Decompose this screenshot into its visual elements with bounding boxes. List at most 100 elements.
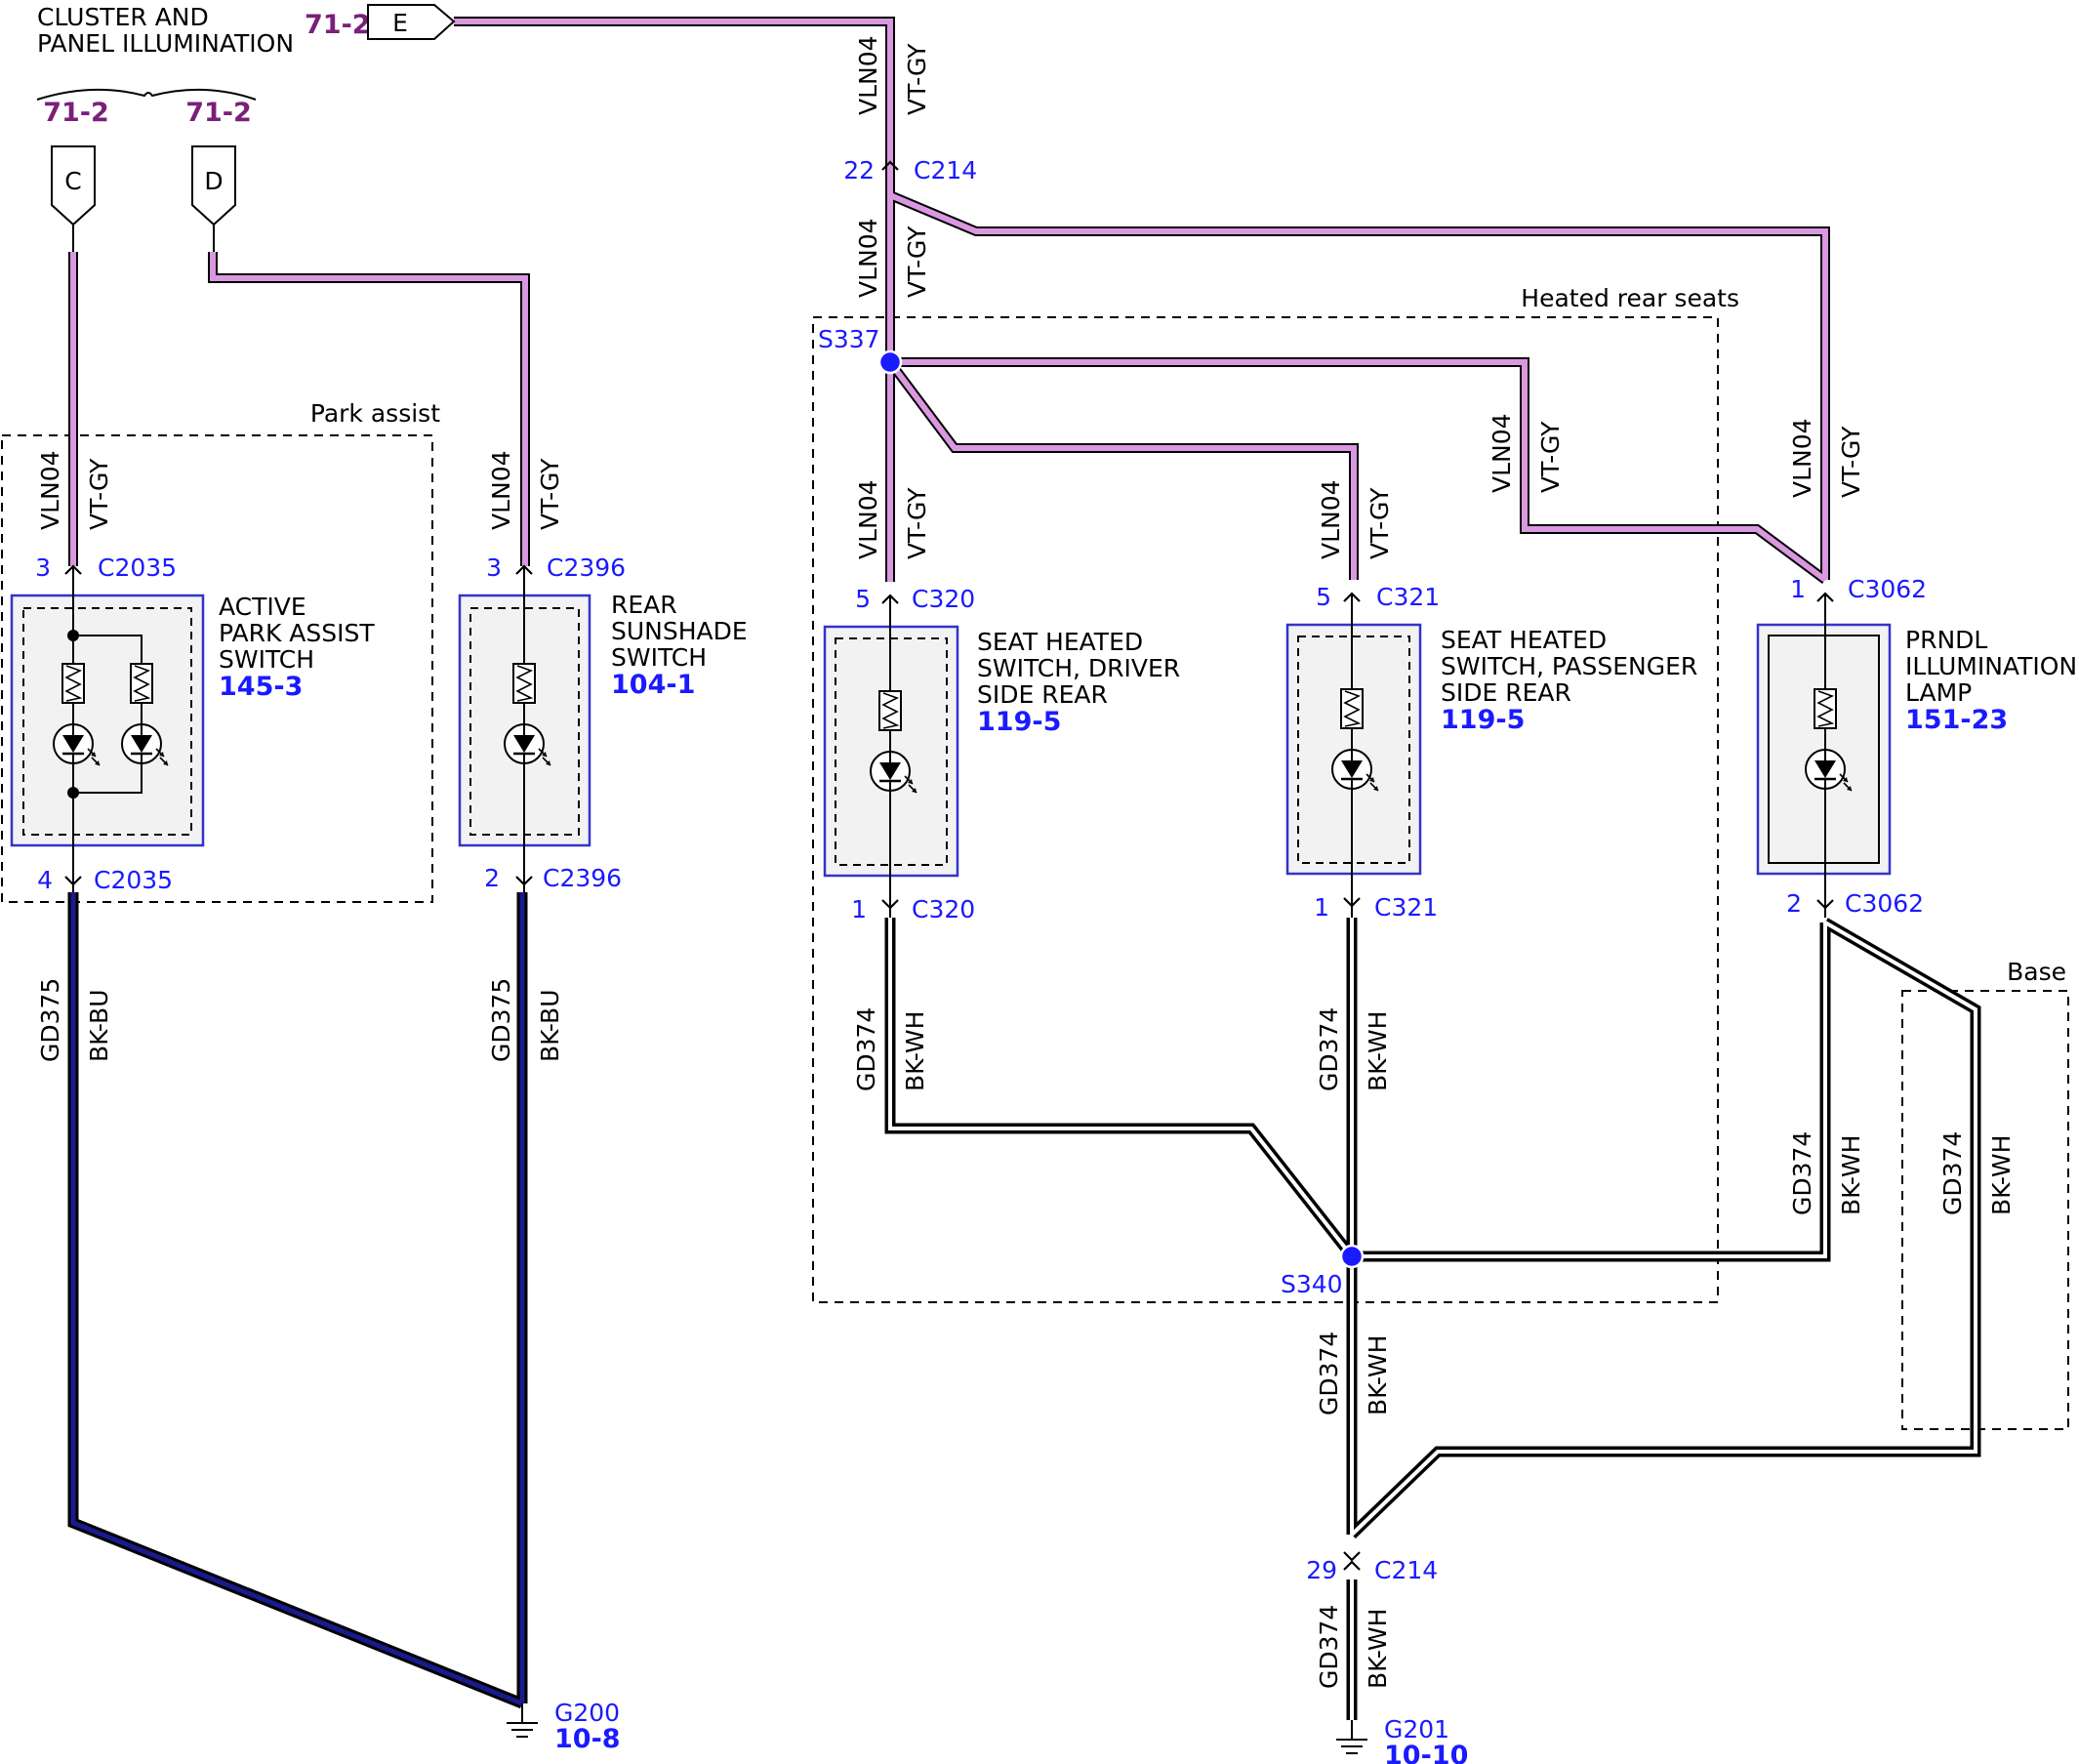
ground-g201-ref[interactable]: 10-10 — [1384, 1741, 1468, 1764]
sunshade-name-2: SUNSHADE — [611, 617, 748, 645]
group-label-base: Base — [2007, 958, 2066, 986]
c214-top-label[interactable]: C214 — [914, 156, 977, 185]
wire-c2035-to-g200-core — [70, 892, 523, 1706]
wire-label-bk-wh: BK-WH — [901, 1011, 929, 1091]
wire-label-bk-bu: BK-BU — [536, 990, 564, 1063]
c321-out-pin: 1 — [1314, 893, 1329, 922]
wire-c320-to-s340 — [884, 918, 1357, 1260]
c320-in-label[interactable]: C320 — [912, 585, 975, 613]
prndl-name-2: ILLUMINATION — [1905, 652, 2077, 680]
seat-heated-switch-driver[interactable] — [823, 595, 959, 918]
group-box-heated-rear-seats — [812, 316, 1719, 1303]
connector-c-flag — [51, 145, 96, 226]
pin-d-label: D — [204, 167, 223, 195]
wire-c214-to-c3062-core — [888, 192, 1828, 580]
wire-label-gd374: GD374 — [1315, 1605, 1343, 1689]
wire-label-gd374: GD374 — [1938, 1131, 1967, 1215]
park-assist-ref[interactable]: 145-3 — [219, 672, 303, 702]
wire-label-vt-gy: VT-GY — [903, 43, 931, 115]
wire-e-to-c214-core — [454, 19, 893, 168]
wire-s337-to-c3062-core — [890, 359, 1827, 583]
c214-bottom-label[interactable]: C214 — [1374, 1556, 1438, 1584]
ground-g200-label: G200 — [554, 1699, 620, 1727]
seat-passenger-ref[interactable]: 119-5 — [1441, 705, 1525, 735]
sunshade-ref[interactable]: 104-1 — [611, 670, 695, 700]
bk-wh-wires — [884, 918, 1981, 1720]
connector-e-flag — [367, 4, 456, 40]
group-box-base — [1901, 990, 2069, 1430]
c321-in-label[interactable]: C321 — [1376, 583, 1440, 611]
splice-s340 — [1339, 1244, 1365, 1269]
wire-label-gd374: GD374 — [1315, 1007, 1343, 1091]
group-label-heated-rear-seats: Heated rear seats — [1521, 284, 1739, 312]
wire-label-gd374: GD374 — [1315, 1332, 1343, 1415]
c320-in-pin: 5 — [855, 585, 871, 613]
wire-label-bk-wh: BK-WH — [1364, 1609, 1392, 1689]
wire-label-gd375: GD375 — [487, 978, 515, 1062]
wire-label-vln04: VLN04 — [1788, 418, 1816, 498]
splice-s340-label: S340 — [1281, 1270, 1343, 1298]
prndl-illumination-lamp[interactable] — [1756, 594, 1892, 918]
ground-g201-symbol — [1336, 1720, 1367, 1754]
c3062-in-pin: 1 — [1790, 575, 1806, 603]
wire-d-to-c2396-core — [210, 252, 528, 566]
wire-label-vln04: VLN04 — [854, 35, 882, 115]
wire-label-vt-gy: VT-GY — [85, 458, 113, 530]
c2035-in-pin: 3 — [35, 554, 51, 582]
wire-label-vt-gy: VT-GY — [1837, 426, 1865, 498]
c2035-out-label[interactable]: C2035 — [94, 866, 173, 894]
active-park-assist-switch[interactable] — [10, 566, 205, 892]
wire-label-bk-bu: BK-BU — [85, 990, 113, 1063]
wire-label-bk-wh: BK-WH — [1837, 1135, 1865, 1215]
c2035-out-pin: 4 — [37, 866, 53, 894]
c2396-in-label[interactable]: C2396 — [547, 554, 626, 582]
wire-s337-to-c321 — [886, 359, 1359, 580]
wire-label-vln04: VLN04 — [36, 450, 64, 530]
wire-label-vt-gy: VT-GY — [903, 487, 931, 559]
wire-labels: VLN04 VT-GY VLN04 VT-GY VLN04 VT-GY VLN0… — [36, 35, 2016, 1689]
c2396-out-label[interactable]: C2396 — [543, 864, 622, 892]
bk-bu-wires — [67, 892, 528, 1709]
vt-gy-wires — [68, 17, 1830, 585]
prndl-ref[interactable]: 151-23 — [1905, 705, 2008, 735]
wire-s340-to-c3062 — [1352, 923, 1831, 1262]
sunshade-name-3: SWITCH — [611, 643, 707, 672]
seat-heated-switch-passenger[interactable] — [1285, 594, 1422, 918]
ref-c[interactable]: 71-2 — [43, 98, 109, 128]
c214-bottom-pin: 29 — [1306, 1556, 1337, 1584]
seat-driver-ref[interactable]: 119-5 — [977, 707, 1061, 737]
wire-label-vt-gy: VT-GY — [1536, 421, 1565, 493]
c2396-out-pin: 2 — [484, 864, 500, 892]
c320-out-label[interactable]: C320 — [912, 895, 975, 923]
c3062-in-label[interactable]: C3062 — [1848, 575, 1927, 603]
c321-out-label[interactable]: C321 — [1374, 893, 1438, 922]
ref-d[interactable]: 71-2 — [185, 98, 252, 128]
wire-label-vt-gy: VT-GY — [1366, 487, 1394, 559]
ground-g200-symbol — [507, 1703, 538, 1738]
prndl-name-1: PRNDL — [1905, 626, 1987, 654]
cluster-title-line1: CLUSTER AND — [37, 3, 209, 31]
splice-s337 — [877, 349, 903, 375]
c3062-out-label[interactable]: C3062 — [1845, 889, 1924, 918]
seat-passenger-name-1: SEAT HEATED — [1441, 626, 1607, 654]
wire-label-gd374: GD374 — [1788, 1131, 1816, 1215]
group-box-park-assist — [1, 434, 433, 903]
prndl-name-3: LAMP — [1905, 678, 1972, 707]
wire-label-vln04: VLN04 — [487, 450, 515, 530]
rear-sunshade-switch[interactable] — [458, 566, 591, 892]
cluster-title-line2: PANEL ILLUMINATION — [37, 29, 294, 58]
c320-out-pin: 1 — [851, 895, 867, 923]
wire-c2035-to-g200 — [67, 892, 525, 1709]
seat-passenger-name-3: SIDE REAR — [1441, 678, 1571, 707]
bracket-cd — [36, 88, 257, 101]
ref-e[interactable]: 71-2 — [305, 10, 371, 40]
wire-label-gd374: GD374 — [852, 1007, 880, 1091]
c321-in-pin: 5 — [1316, 583, 1331, 611]
pin-c-label: C — [64, 167, 81, 195]
wire-label-vln04: VLN04 — [854, 218, 882, 298]
c3062-out-pin: 2 — [1786, 889, 1802, 918]
c2035-in-label[interactable]: C2035 — [98, 554, 177, 582]
ground-g200-ref[interactable]: 10-8 — [554, 1724, 621, 1754]
splice-s337-label: S337 — [818, 325, 880, 353]
